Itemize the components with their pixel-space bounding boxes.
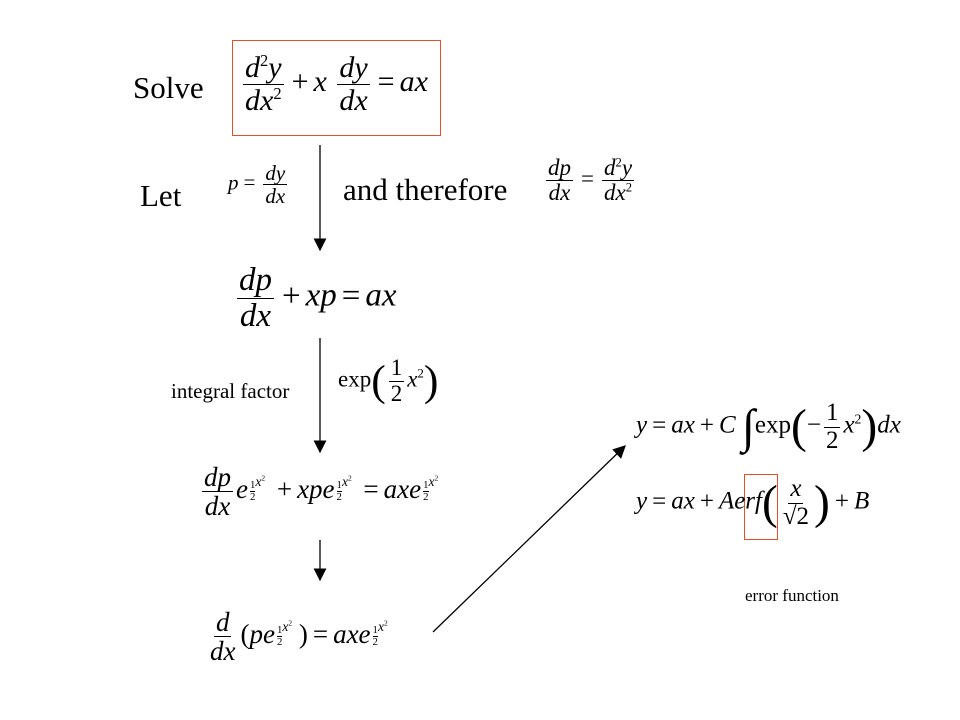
erf-highlight-box bbox=[744, 474, 778, 540]
let-label: Let bbox=[140, 178, 182, 213]
and-therefore-label: and therefore bbox=[343, 172, 508, 207]
erf-solution: y=ax+Aerf(x√2)+B bbox=[636, 475, 870, 530]
error-function-label: error function bbox=[745, 586, 839, 605]
arrow-diagonal bbox=[432, 445, 626, 633]
ode-highlight-box bbox=[232, 40, 441, 136]
solve-label: Solve bbox=[133, 70, 204, 105]
integral-factor-label: integral factor bbox=[171, 379, 290, 403]
